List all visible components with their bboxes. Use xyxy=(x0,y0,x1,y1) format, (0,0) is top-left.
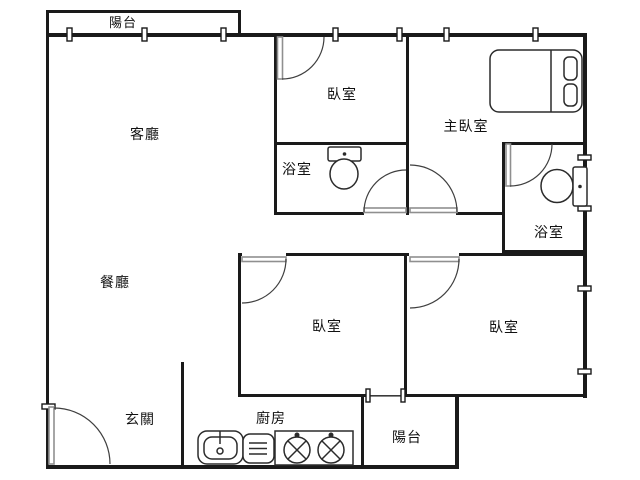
window-tick xyxy=(141,27,148,42)
bed-pillow xyxy=(563,56,578,81)
toilet-flush-button xyxy=(342,152,347,156)
wall-bathroom-right-bottom xyxy=(502,250,587,253)
wall-bathroom-middle-bottom xyxy=(274,212,364,215)
door-bathroom-right xyxy=(505,143,553,187)
window-tick xyxy=(532,27,539,42)
wall-kitchen-partition xyxy=(181,362,184,466)
room-label-bedroom-top: 臥室 xyxy=(327,86,357,102)
room-label-entryway: 玄關 xyxy=(125,411,155,427)
door-bathroom-middle xyxy=(363,169,407,214)
room-label-dining-room: 餐廳 xyxy=(100,274,130,290)
door-bedroom-bottom-right xyxy=(409,256,460,309)
toilet-bowl xyxy=(329,158,359,190)
doors xyxy=(48,36,553,465)
window-tick xyxy=(577,285,592,292)
walls xyxy=(46,10,587,469)
door-swing-arc xyxy=(281,36,325,80)
dish-rack-icon xyxy=(242,433,275,464)
door-leaf xyxy=(48,406,55,465)
wall-corridor-bottom xyxy=(456,212,504,215)
wall-bedrooms-bottom-a xyxy=(238,394,368,397)
room-label-bathroom-middle: 浴室 xyxy=(282,161,312,177)
door-leaf xyxy=(276,36,284,80)
door-master-bedroom xyxy=(409,164,458,214)
stove-knob xyxy=(328,432,334,438)
door-bedroom-bottom-middle xyxy=(241,256,287,304)
door-leaf xyxy=(241,256,287,263)
wall-top xyxy=(46,33,587,37)
room-label-balcony-bottom: 陽台 xyxy=(392,429,422,445)
wall-balcony-door-sill xyxy=(368,395,404,397)
room-label-bedroom-bottom-middle: 臥室 xyxy=(312,318,342,334)
wall-bedrooms-bottom-b xyxy=(404,394,587,397)
bed-pillow xyxy=(563,83,578,107)
room-label-kitchen: 廚房 xyxy=(256,410,286,426)
bed-mattress xyxy=(489,49,583,113)
room-labels: 陽台 客廳 臥室 主臥室 浴室 浴室 餐廳 臥室 臥室 玄關 廚房 陽台 xyxy=(100,15,564,445)
wall-balcony-bottom-right xyxy=(455,396,459,468)
stove-burner-cross xyxy=(287,440,307,460)
door-swing-arc xyxy=(241,258,287,304)
window-tick xyxy=(577,154,592,161)
door-leaf xyxy=(409,207,458,214)
door-swing-arc xyxy=(409,164,458,213)
wall-bedroom-bathroom-divider xyxy=(274,142,409,145)
door-bedroom-top xyxy=(276,36,325,80)
toilet-bowl xyxy=(540,168,574,204)
toilet-icon-middle-bathroom xyxy=(327,146,362,190)
wall-balcony-top-top xyxy=(46,10,241,13)
wall-bedrooms-top-b xyxy=(286,253,409,256)
wall-bathroom-right-left xyxy=(502,142,505,253)
room-label-bathroom-right: 浴室 xyxy=(534,224,564,240)
window-tick xyxy=(66,27,73,42)
window-tick xyxy=(577,368,592,375)
wall-bathroom-right-top xyxy=(502,142,587,145)
wall-livingroom-divider xyxy=(274,33,277,215)
wall-bedrooms-top-c xyxy=(459,253,587,256)
balcony-door-jamb xyxy=(365,388,371,403)
wall-bedrooms-divider xyxy=(404,253,407,397)
stove-burner-cross xyxy=(321,440,341,460)
door-leaf xyxy=(409,256,460,263)
room-label-living-room: 客廳 xyxy=(130,126,160,142)
door-swing-arc xyxy=(509,143,553,187)
room-label-bedroom-bottom-right: 臥室 xyxy=(489,319,519,335)
room-label-master-bedroom: 主臥室 xyxy=(444,118,489,134)
window-tick xyxy=(332,27,339,42)
window-tick xyxy=(396,27,403,42)
toilet-icon-right-bathroom xyxy=(540,166,588,207)
room-label-balcony-top: 陽台 xyxy=(109,15,137,30)
toilet-flush-button xyxy=(578,184,582,189)
sink-drain xyxy=(216,447,224,455)
door-entry xyxy=(48,406,111,465)
double-bed-icon xyxy=(489,49,583,113)
gas-stove-icon xyxy=(274,430,354,466)
window-tick xyxy=(220,27,227,42)
wall-balcony-bottom-left xyxy=(361,396,364,468)
door-leaf xyxy=(363,207,407,214)
door-swing-arc xyxy=(363,169,407,213)
door-leaf xyxy=(505,143,512,187)
wall-left xyxy=(46,10,49,468)
kitchen-sink-icon xyxy=(197,430,244,465)
wall-balcony-top-right xyxy=(238,10,241,37)
wall-masterbedroom-divider xyxy=(406,33,409,215)
stove-knob xyxy=(294,432,300,438)
wall-right xyxy=(583,33,587,398)
wall-bedroom-middle-left xyxy=(238,253,241,397)
door-swing-arc xyxy=(53,407,111,465)
window-tick xyxy=(443,27,450,42)
door-swing-arc xyxy=(409,258,460,309)
balcony-door-jamb xyxy=(400,388,406,403)
wall-bottom xyxy=(46,465,459,469)
